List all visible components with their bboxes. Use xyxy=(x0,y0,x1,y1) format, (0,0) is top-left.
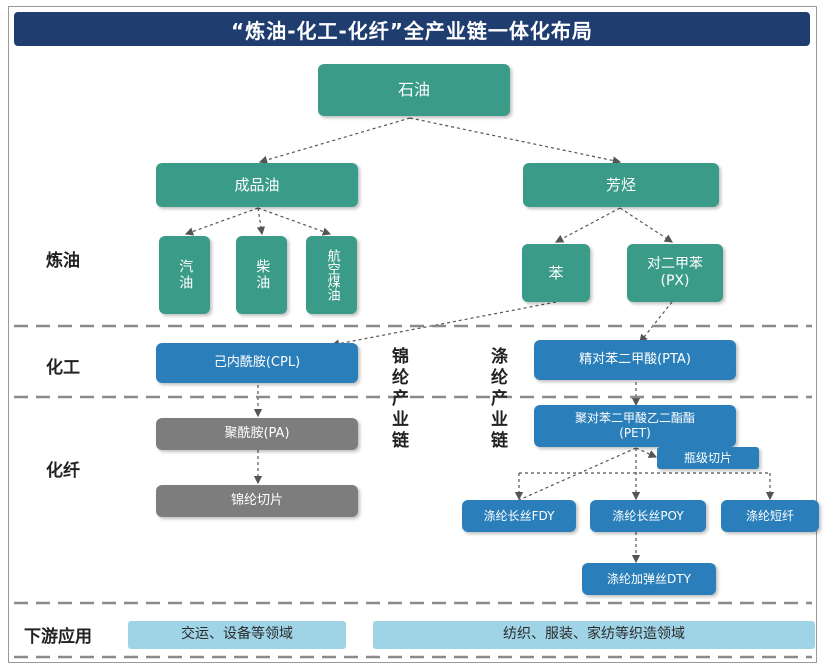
node-pta: 精对苯二甲酸(PTA) xyxy=(534,340,736,380)
node-diesel: 柴油 xyxy=(236,236,287,314)
section-downstream: 下游应用 xyxy=(24,627,92,647)
edge-oil-aromatics xyxy=(409,117,622,165)
edge-aromatics-benzene xyxy=(554,207,621,243)
node-gasoline: 汽油 xyxy=(159,236,210,314)
node-jet-fuel: 航空煤油 xyxy=(306,236,357,314)
node-cpl: 己内酰胺(CPL) xyxy=(156,343,358,383)
node-staple: 涤纶短纤 xyxy=(721,500,819,532)
node-pa: 聚酰胺(PA) xyxy=(156,418,358,450)
node-poy: 涤纶长丝POY xyxy=(590,500,706,532)
node-px: 对二甲苯(PX) xyxy=(627,244,723,302)
diagram-title: “炼油-化工-化纤”全产业链一体化布局 xyxy=(14,12,810,46)
node-dty: 涤纶加弹丝DTY xyxy=(582,563,716,595)
edge-refined-gasoline xyxy=(184,207,259,236)
edge-pet-bottle xyxy=(635,447,658,458)
node-refined-oil: 成品油 xyxy=(156,163,358,207)
section-refining: 炼油 xyxy=(46,251,80,271)
edge-refined-diesel xyxy=(256,207,266,236)
section-fiber: 化纤 xyxy=(46,461,80,481)
edge-pet-fdy xyxy=(518,447,637,501)
diagram-frame xyxy=(8,6,817,663)
node-pet: 聚对苯二甲酸乙二酯酯(PET) xyxy=(534,405,736,447)
node-aromatics: 芳烃 xyxy=(523,163,719,207)
section-chemical: 化工 xyxy=(46,358,80,378)
node-downstream-right: 纺织、服装、家纺等织造领域 xyxy=(373,621,815,649)
chain-polyester: 涤纶产业链 xyxy=(487,347,507,452)
edge-benzene-cpl xyxy=(330,301,557,348)
node-nylon-chips: 锦纶切片 xyxy=(156,485,358,517)
edge-refined-jet xyxy=(257,207,332,236)
edge-oil-refined xyxy=(258,117,411,165)
node-bottle-chips: 瓶级切片 xyxy=(657,447,759,469)
node-crude-oil: 石油 xyxy=(318,64,510,116)
node-downstream-left: 交运、设备等领域 xyxy=(128,621,346,649)
chain-nylon: 锦纶产业链 xyxy=(388,347,408,452)
node-benzene: 苯 xyxy=(522,244,590,302)
node-fdy: 涤纶长丝FDY xyxy=(462,500,576,532)
edge-aromatics-px xyxy=(619,207,674,243)
edge-px-pta xyxy=(639,301,673,343)
